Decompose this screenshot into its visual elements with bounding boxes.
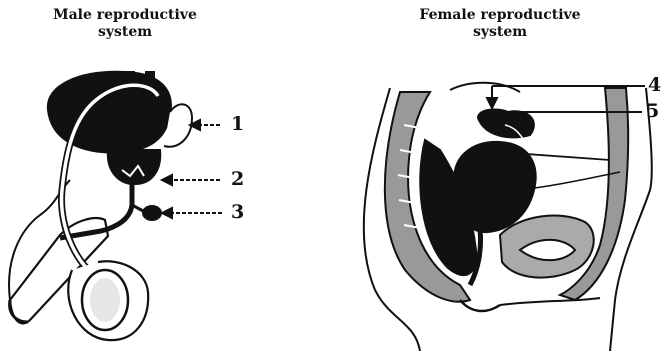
female-label-5: 5 — [646, 100, 659, 122]
female-reproductive-drawing — [364, 83, 652, 351]
uterus — [454, 142, 535, 232]
female-label-4: 4 — [648, 74, 661, 96]
male-label-3: 3 — [231, 201, 244, 223]
bulbourethral-gland — [143, 206, 161, 220]
ovary — [478, 110, 534, 138]
male-label-1: 1 — [231, 113, 244, 135]
male-reproductive-drawing — [9, 72, 192, 340]
prostate-gland — [108, 150, 160, 184]
male-label-2: 2 — [231, 168, 244, 190]
